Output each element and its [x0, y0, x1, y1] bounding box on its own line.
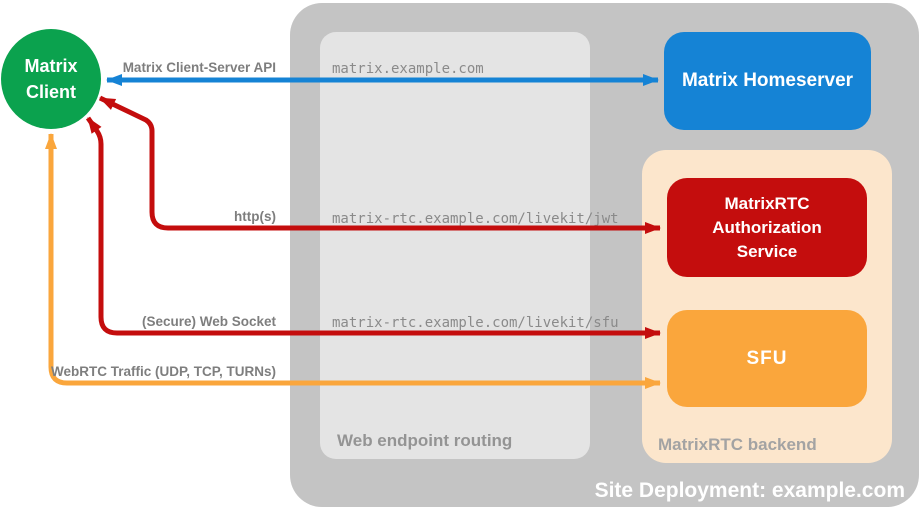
arrow-label-webrtc-traffic: WebRTC Traffic (UDP, TCP, TURNs) [50, 364, 276, 379]
web-endpoint-routing-label: Web endpoint routing [337, 431, 513, 450]
web-endpoint-routing-box: matrix.example.com matrix-rtc.example.co… [320, 32, 619, 459]
matrixrtc-backend-label: MatrixRTC backend [658, 435, 817, 454]
arrow-label-secure-web-socket: (Secure) Web Socket [141, 314, 276, 329]
matrixrtc-backend-box: MatrixRTC Authorization Service SFU Matr… [642, 150, 892, 463]
endpoint-url-homeserver: matrix.example.com [332, 61, 484, 77]
node-matrix-client: Matrix Client [1, 29, 101, 129]
site-deployment-label: Site Deployment: example.com [594, 479, 905, 502]
node-matrixrtc-authorization-service: MatrixRTC Authorization Service [667, 178, 867, 277]
arrow-label-client-server-api: Matrix Client-Server API [122, 60, 276, 75]
node-sfu: SFU [667, 310, 867, 407]
endpoint-url-livekit-sfu: matrix-rtc.example.com/livekit/sfu [332, 315, 619, 331]
arrow-label-https: http(s) [234, 209, 276, 224]
endpoint-url-livekit-jwt: matrix-rtc.example.com/livekit/jwt [332, 211, 619, 227]
node-matrix-homeserver: Matrix Homeserver [664, 32, 871, 130]
